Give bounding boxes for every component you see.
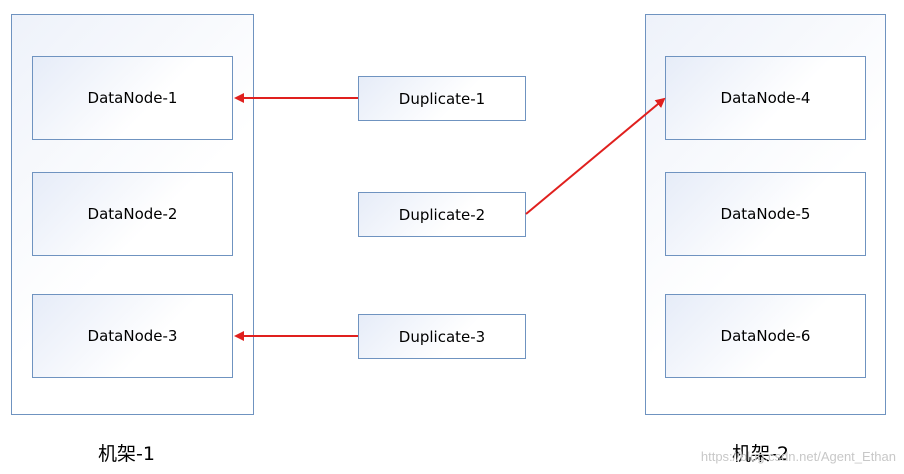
datanode-5-label: DataNode-5 [720, 205, 811, 223]
arrow-duplicate-2-to-datanode-4 [525, 97, 666, 215]
datanode-1: DataNode-1 [32, 56, 233, 140]
datanode-6: DataNode-6 [665, 294, 866, 378]
duplicate-2-label: Duplicate-2 [398, 205, 486, 224]
duplicate-3-label: Duplicate-3 [398, 327, 486, 346]
datanode-3: DataNode-3 [32, 294, 233, 378]
duplicate-2: Duplicate-2 [358, 192, 526, 237]
datanode-6-label: DataNode-6 [720, 327, 811, 345]
rack-1-label: 机架-1 [98, 443, 155, 465]
datanode-4-label: DataNode-4 [720, 89, 811, 107]
duplicate-1-label: Duplicate-1 [398, 89, 486, 108]
datanode-2: DataNode-2 [32, 172, 233, 256]
duplicate-1: Duplicate-1 [358, 76, 526, 121]
datanode-1-label: DataNode-1 [87, 89, 178, 107]
datanode-3-label: DataNode-3 [87, 327, 178, 345]
rack-2-label: 机架-2 [732, 443, 789, 465]
datanode-2-label: DataNode-2 [87, 205, 178, 223]
datanode-4: DataNode-4 [665, 56, 866, 140]
duplicate-3: Duplicate-3 [358, 314, 526, 359]
watermark: https://blog.csdn.net/Agent_Ethan [700, 449, 896, 464]
datanode-5: DataNode-5 [665, 172, 866, 256]
